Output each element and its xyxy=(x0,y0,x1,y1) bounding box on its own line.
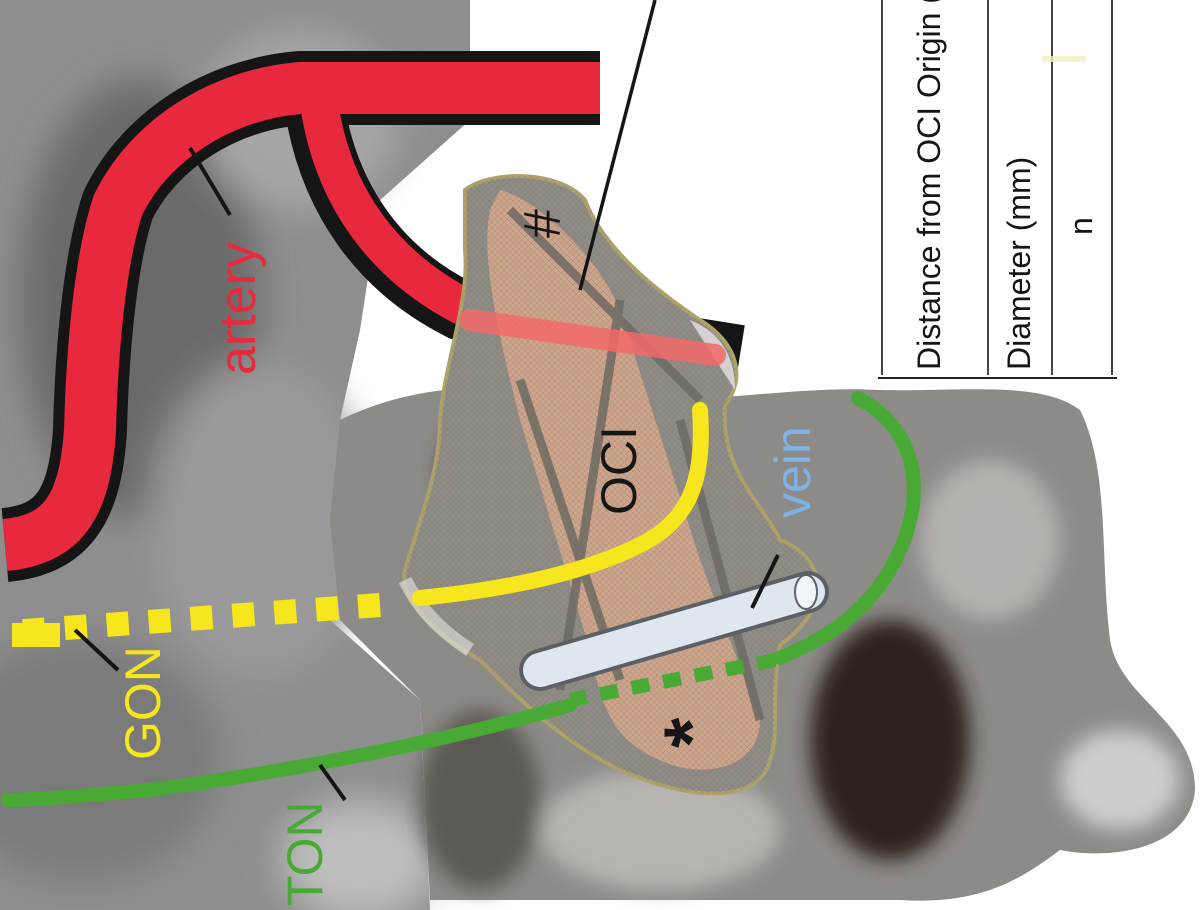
asterisk-marker: * xyxy=(647,717,735,748)
gon-label: GON xyxy=(115,646,171,760)
ton-label: TON xyxy=(277,801,333,906)
table-row-n: n xyxy=(1063,217,1099,235)
table-row-distance: Distance from OCI Origin (mm) xyxy=(911,0,947,370)
vein-label: vein xyxy=(765,426,821,518)
artery-label: artery xyxy=(209,242,267,375)
hash-marker: # xyxy=(514,209,572,238)
table-row-diameter: Diameter (mm) xyxy=(1001,157,1037,370)
oci-label: OCI xyxy=(591,426,647,515)
